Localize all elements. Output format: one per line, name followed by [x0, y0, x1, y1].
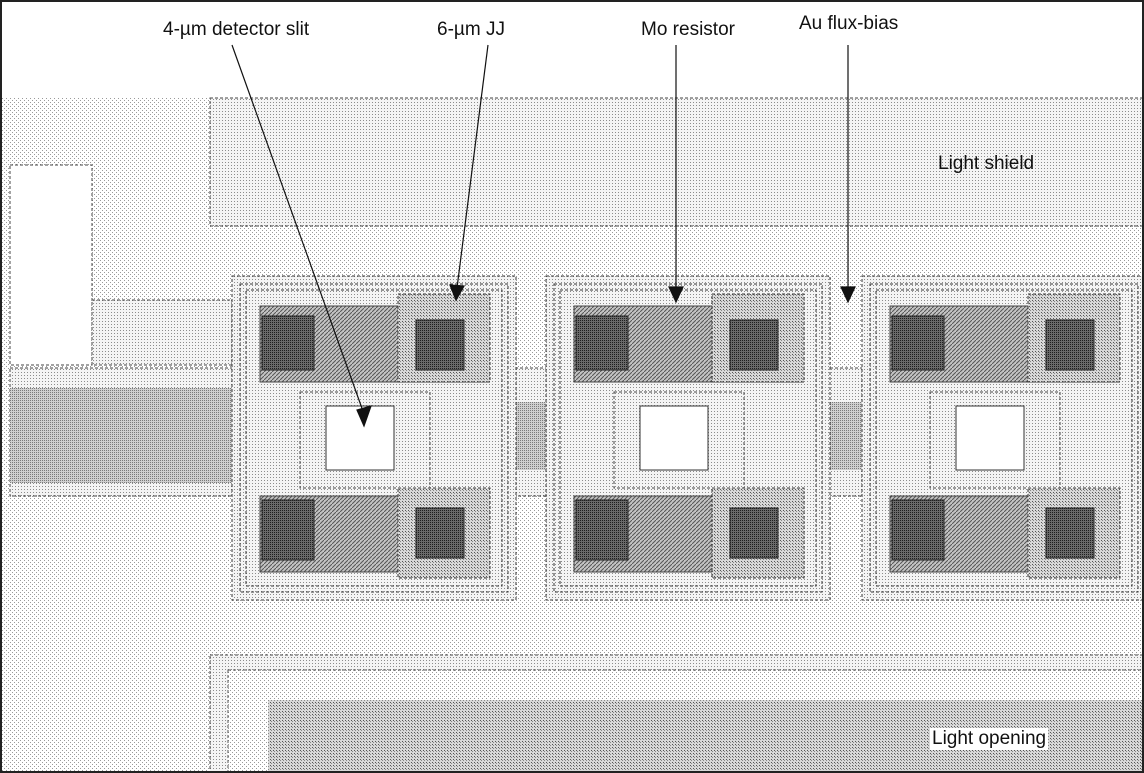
cell-ring-2 — [875, 289, 1133, 587]
label-mo-resistor: Mo resistor — [641, 19, 735, 40]
light-shield-region — [210, 98, 1144, 226]
via-bottom-right — [415, 507, 465, 559]
detector-cell — [231, 275, 517, 601]
cell-ring-1 — [869, 283, 1139, 593]
via-top-right — [1045, 319, 1095, 371]
detector-slit — [955, 405, 1025, 471]
via-bottom-left — [575, 499, 629, 561]
light-shield-outline — [209, 97, 1144, 227]
left-feed-line — [91, 299, 233, 366]
detector-cell — [545, 275, 831, 601]
label-light-opening: Light opening — [930, 728, 1049, 750]
detector-slit — [639, 405, 709, 471]
top-white-strip — [0, 0, 1144, 98]
arrowhead-au-flux-bias — [840, 286, 856, 304]
via-top-right — [729, 319, 779, 371]
cell-ring-1 — [553, 283, 823, 593]
via-bottom-right — [729, 507, 779, 559]
arrowhead-detector-slit — [356, 405, 372, 428]
via-top-left — [575, 315, 629, 371]
signal-band-left — [10, 388, 240, 483]
detector-cell — [861, 275, 1144, 601]
via-top-left — [261, 315, 315, 371]
arrowhead-jj — [449, 284, 465, 302]
cell-ring-2 — [245, 289, 503, 587]
leader-lines — [231, 44, 856, 428]
label-jj: 6-µm JJ — [437, 19, 505, 40]
detector-cells — [231, 275, 1144, 601]
cell-ring-2 — [559, 289, 817, 587]
label-detector-slit: 4-µm detector slit — [163, 19, 310, 40]
via-top-right — [415, 319, 465, 371]
label-light-shield: Light shield — [938, 153, 1035, 174]
leader-detector-slit — [231, 44, 365, 415]
via-bottom-left — [261, 499, 315, 561]
via-top-left — [891, 315, 945, 371]
label-au-flux-bias: Au flux-bias — [799, 13, 899, 34]
via-bottom-right — [1045, 507, 1095, 559]
via-bottom-left — [891, 499, 945, 561]
cell-ring-1 — [239, 283, 509, 593]
left-bias-pad — [9, 164, 93, 366]
arrowhead-mo-resistor — [668, 286, 684, 304]
leader-jj — [456, 44, 489, 289]
